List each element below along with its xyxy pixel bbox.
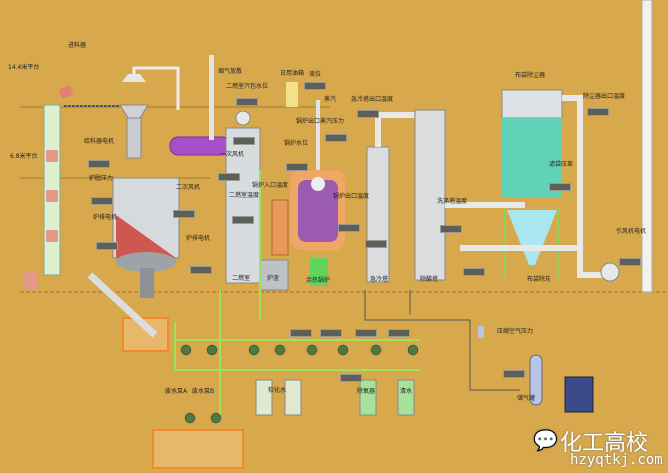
label-baghouse: 布袋除尘器: [515, 72, 546, 79]
label-grate-motor: 炉排电机: [93, 214, 118, 221]
label-scrubber-temp: 洗涤塔温度: [437, 198, 468, 205]
label-boiler-outlet-temp: 锅炉出口温度: [333, 193, 370, 200]
readout-display: [355, 329, 377, 337]
wechat-icon: 💬: [533, 428, 558, 452]
label-furnace-pressure: 炉膛压力: [89, 175, 114, 182]
label-drum-level: 二燃室汽包水位: [226, 83, 269, 90]
readout-display: [290, 329, 312, 337]
label-steam: 蒸汽: [324, 96, 337, 103]
readout-display: [338, 224, 360, 232]
label-soft-water: 软化水: [268, 387, 287, 394]
label-secondary-temp: 二燃室温度: [229, 192, 260, 199]
label-air-tank: 储气罐: [517, 395, 536, 402]
readout-display: [365, 240, 387, 248]
watermark-url: hzyqtkj.com: [570, 452, 663, 468]
bucket-elevator: [23, 104, 61, 290]
readout-display: [286, 163, 308, 171]
readout-display: [96, 242, 118, 250]
watermark-name: 化工高校: [560, 431, 649, 456]
label-deaerator: 除氧器: [357, 388, 376, 395]
readout-display: [388, 329, 410, 337]
label-flue-vent: 烟气放散: [218, 68, 243, 75]
readout-display: [233, 137, 255, 145]
label-boiler-water-level: 锅炉水位: [284, 140, 309, 147]
readout-display: [232, 216, 254, 224]
label-waste-pump-a: 废水泵A: [165, 388, 188, 395]
label-feeder: 进料器: [68, 42, 87, 49]
label-feeder-motor: 给料器电机: [84, 138, 115, 145]
readout-display: [304, 82, 326, 90]
label-platform-14: 14.4米平台: [8, 64, 40, 71]
label-primary-fan: 一次风机: [220, 151, 245, 158]
readout-display: [218, 173, 240, 181]
label-quench-outlet-temp: 急冷塔出口温度: [351, 96, 394, 103]
label-secondary-chamber: 二燃室: [232, 275, 251, 282]
readout-display: [236, 98, 258, 106]
readout-display: [173, 210, 195, 218]
readout-display: [357, 110, 379, 118]
label-ash-discharge: 布袋除灰: [527, 276, 552, 283]
readout-display: [503, 370, 525, 378]
readout-display: [587, 108, 609, 116]
readout-display: [88, 160, 110, 168]
label-slag: 炉渣: [267, 275, 280, 282]
label-waste-pump-b: 废水泵B: [192, 388, 215, 395]
label-quench-tower: 急冷塔: [370, 276, 389, 283]
readout-display: [463, 268, 485, 276]
label-oil-tank: 日用油箱: [280, 70, 305, 77]
readout-display: [190, 266, 212, 274]
label-boiler-steam-pressure: 锅炉出口蒸汽压力: [296, 118, 345, 125]
label-acid-tower: 除酸塔: [420, 276, 439, 283]
label-level: 液位: [309, 71, 322, 78]
rotary-kiln: [112, 177, 180, 298]
label-compressed-air: 压缩空气压力: [497, 328, 534, 335]
label-grate-motor-2: 炉排电机: [186, 235, 211, 242]
label-waste-heat-boiler: 余热锅炉: [306, 277, 331, 284]
label-bag-dp: 滤袋压差: [549, 161, 574, 168]
readout-display: [325, 134, 347, 142]
readout-display: [340, 374, 362, 382]
label-secondary-fan: 二次风机: [176, 184, 201, 191]
readout-display: [549, 183, 571, 191]
label-dust-outlet-temp: 除尘器出口温度: [583, 93, 626, 100]
label-clean-water: 清水: [400, 388, 413, 395]
readout-display: [91, 197, 113, 205]
label-platform-6: 6.8米平台: [10, 153, 38, 160]
label-boiler-inlet-temp: 锅炉入口温度: [252, 182, 289, 189]
readout-display: [440, 225, 462, 233]
readout-display: [619, 258, 641, 266]
label-id-fan-motor: 引风机电机: [616, 228, 647, 235]
readout-display: [320, 329, 342, 337]
